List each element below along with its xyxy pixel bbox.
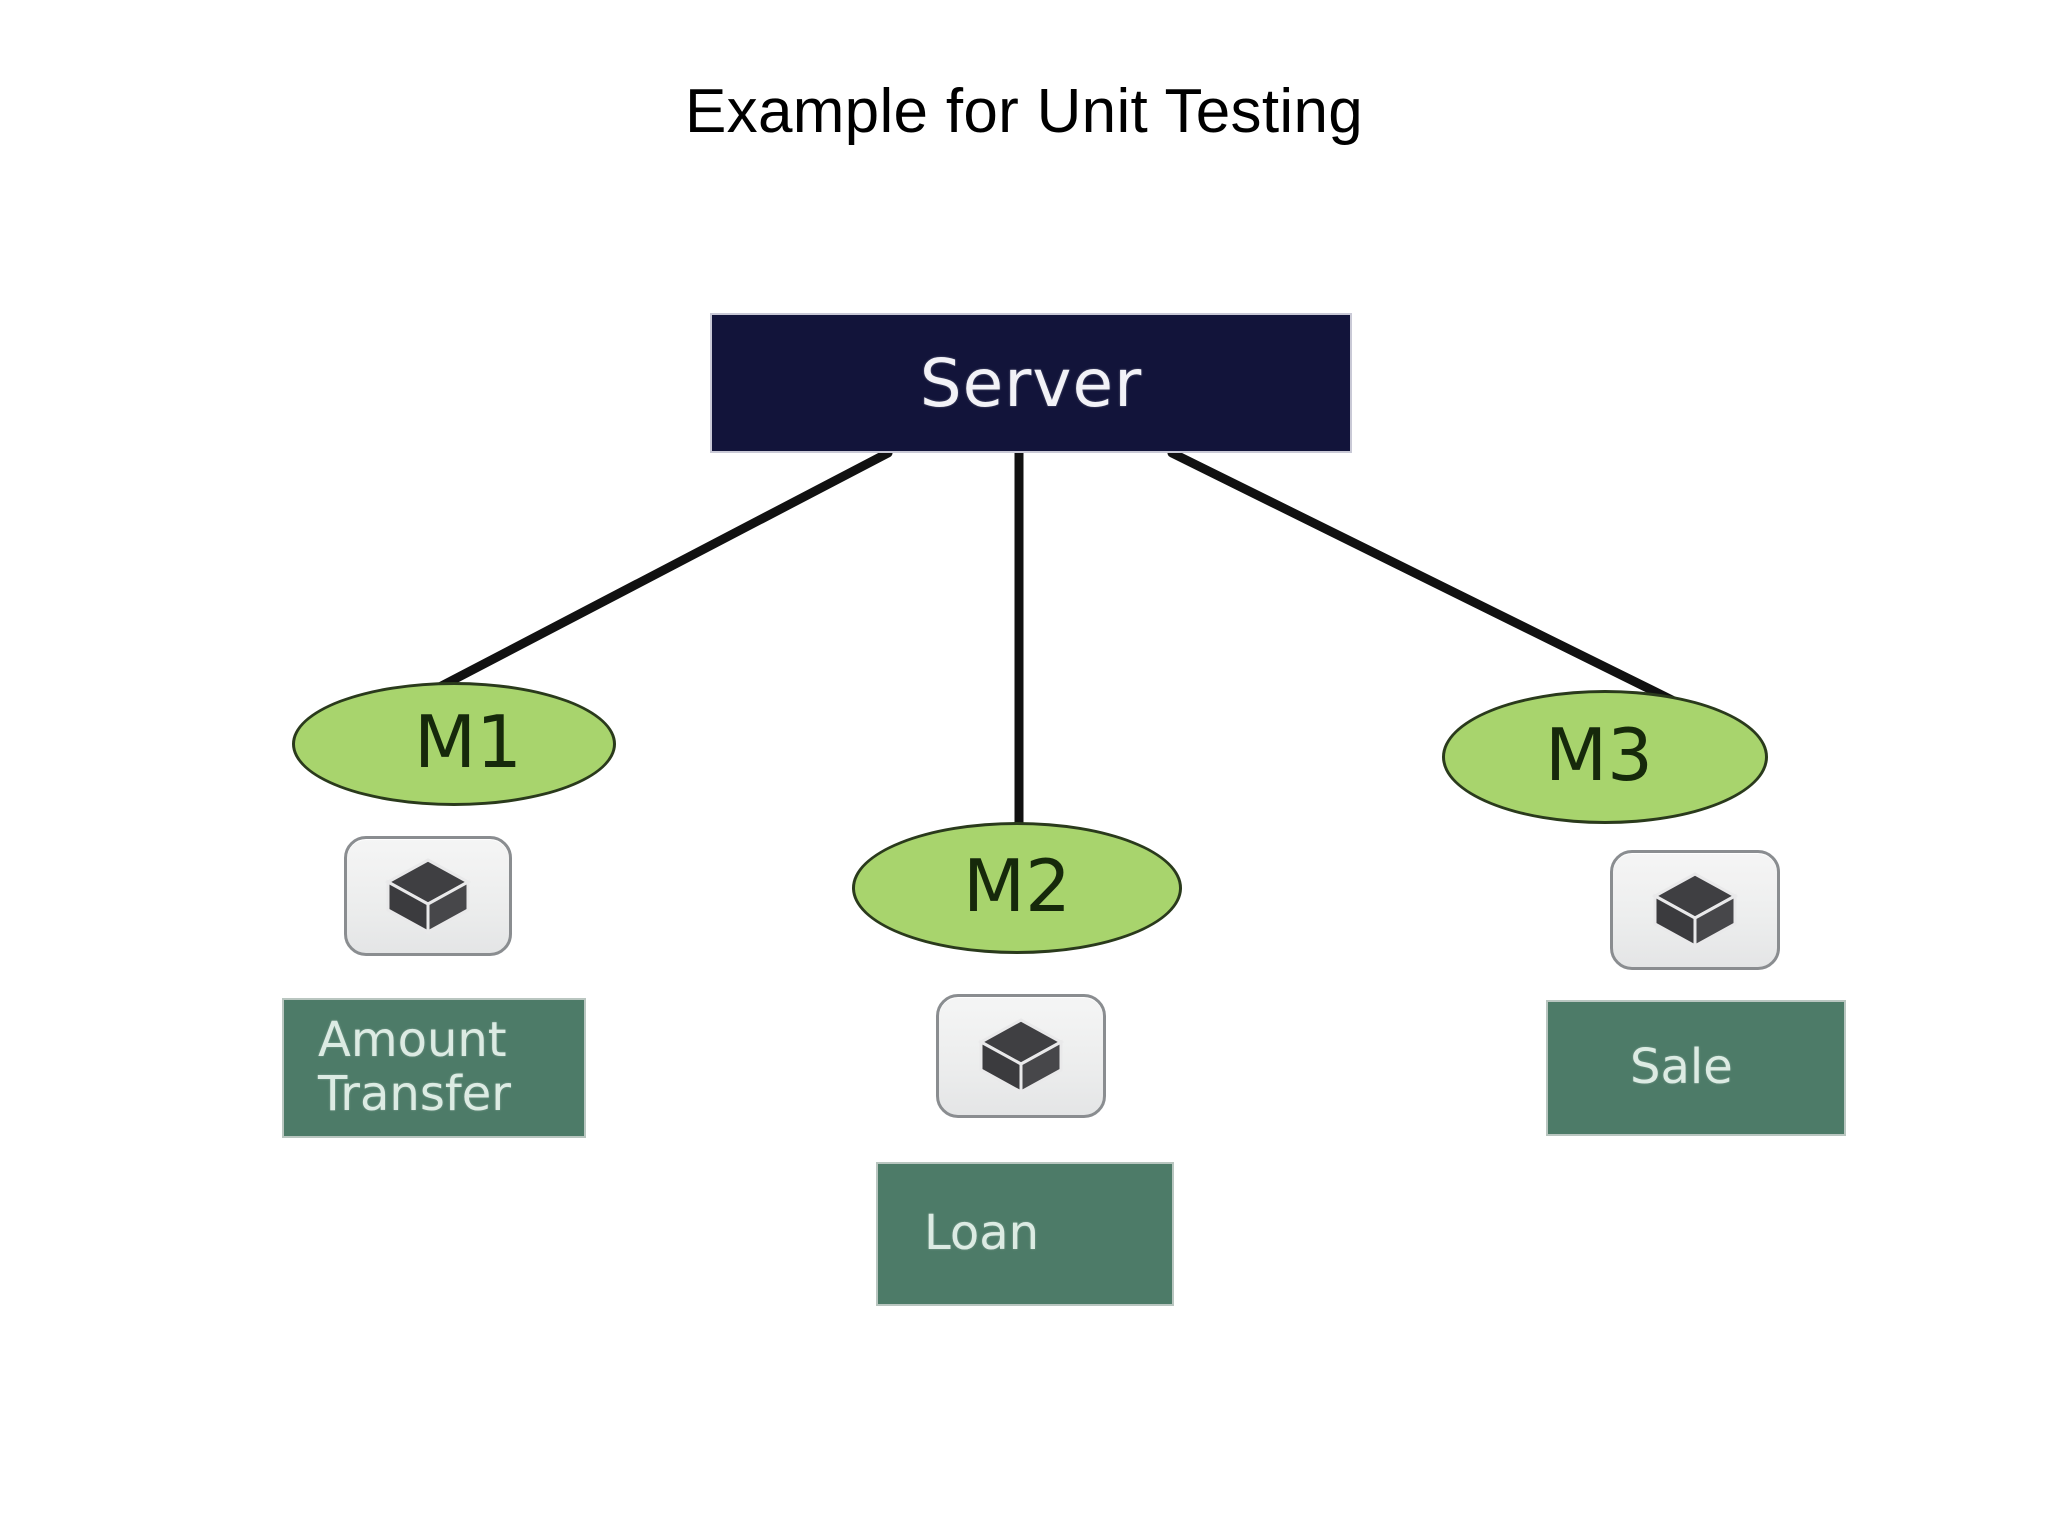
feature-box-amount-transfer-label: Amount Transfer xyxy=(318,1012,512,1122)
node-module-m3-label: M3 xyxy=(1545,713,1653,797)
feature-box-sale-label: Sale xyxy=(1630,1039,1733,1096)
node-module-m1-label: M1 xyxy=(414,700,522,784)
cube-icon xyxy=(977,1018,1065,1095)
node-module-m1[interactable]: M1 xyxy=(292,682,616,806)
cube-icon xyxy=(1651,872,1739,949)
node-server-label: Server xyxy=(919,344,1143,422)
feature-box-amount-transfer[interactable]: Amount Transfer xyxy=(282,998,586,1138)
cube-icon-button-m1[interactable] xyxy=(344,836,512,956)
node-module-m3[interactable]: M3 xyxy=(1442,690,1768,824)
cube-icon-button-m3[interactable] xyxy=(1610,850,1780,970)
connector-server-to-m1 xyxy=(425,448,893,697)
node-module-m2-label: M2 xyxy=(963,844,1071,928)
node-server[interactable]: Server xyxy=(710,313,1352,453)
cube-icon xyxy=(384,858,472,935)
node-module-m2[interactable]: M2 xyxy=(852,822,1182,954)
feature-box-sale[interactable]: Sale xyxy=(1546,1000,1846,1136)
feature-box-loan[interactable]: Loan xyxy=(876,1162,1174,1306)
connector-server-to-m3 xyxy=(1167,448,1689,711)
cube-icon-button-m2[interactable] xyxy=(936,994,1106,1118)
feature-box-loan-label: Loan xyxy=(924,1205,1040,1262)
page-title: Example for Unit Testing xyxy=(684,77,1364,146)
